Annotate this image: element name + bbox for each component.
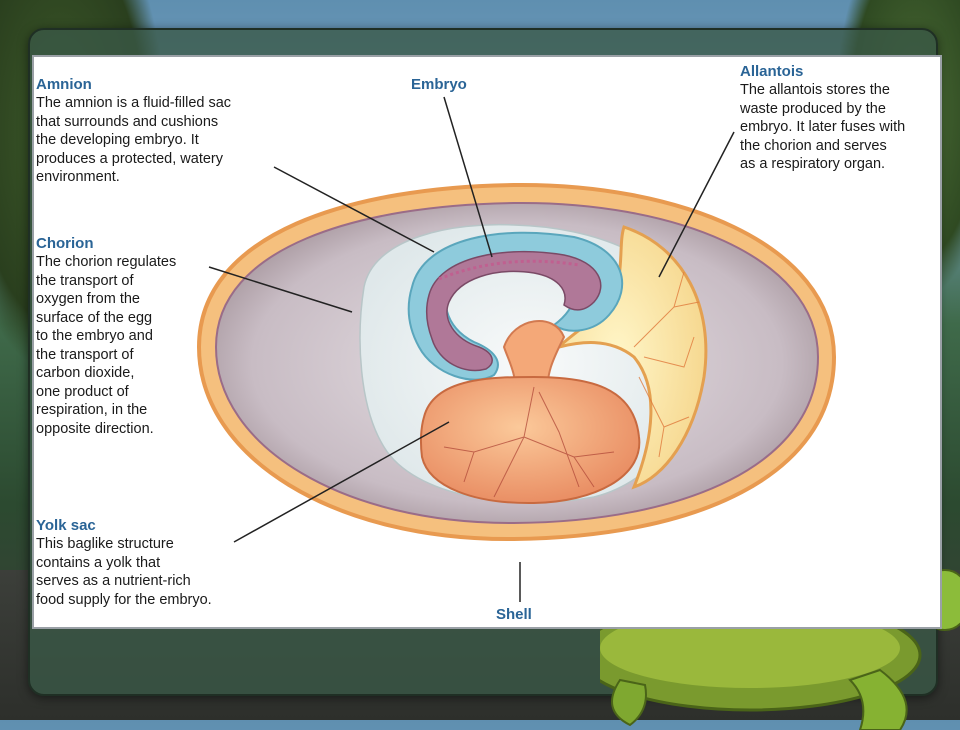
chorion-desc-line: respiration, in the xyxy=(36,402,148,418)
amnion-desc-line: The amnion is a fluid-filled sac xyxy=(36,95,232,111)
allantois-desc-line: The allantois stores the xyxy=(740,82,890,98)
allantois-vessels xyxy=(633,271,700,458)
allantois-desc-line: embryo. It later fuses with xyxy=(740,119,906,135)
yolk-sac-desc-line: contains a yolk that xyxy=(36,554,161,571)
embryo-shape xyxy=(425,250,602,372)
amnion-label: Amnion The amnion is a fluid-filled sac … xyxy=(36,76,276,187)
leader-lines xyxy=(208,96,735,602)
chorion-desc-line: oxygen from the xyxy=(36,291,140,307)
yolk-sac-desc-line: serves as a nutrient-rich xyxy=(36,573,191,589)
chorion-label: Chorion The chorion regulates the transp… xyxy=(36,235,211,438)
chorion-desc-line: opposite direction. xyxy=(36,420,154,437)
amnion-desc-line: environment. xyxy=(36,169,120,185)
chorion-desc-line: one product of xyxy=(36,383,129,400)
chorion-desc-line: carbon dioxide, xyxy=(36,365,135,381)
yolk-vessels xyxy=(443,386,615,498)
yolk-sac-desc-line: food supply for the embryo. xyxy=(36,591,212,608)
chorion-desc-line: the transport of xyxy=(36,346,134,363)
shell-title: Shell xyxy=(496,606,532,623)
diagram-panel: Amnion The amnion is a fluid-filled sac … xyxy=(32,55,942,629)
allantois-title: Allantois xyxy=(740,63,804,80)
shell-label: Shell xyxy=(496,606,532,624)
yolk-sac-title: Yolk sac xyxy=(36,517,96,534)
amnion-desc-line: the developing embryo. It xyxy=(36,132,199,148)
embryo-label: Embryo xyxy=(411,76,467,94)
amnion-desc-line: that surrounds and cushions xyxy=(36,113,219,130)
embryo-title: Embryo xyxy=(411,76,467,93)
amnion-desc-line: produces a protected, watery xyxy=(36,150,223,167)
chorion-desc-line: The chorion regulates xyxy=(36,254,177,270)
chorion-desc-line: the transport of xyxy=(36,272,134,289)
allantois-desc-line: the chorion and serves xyxy=(740,137,887,154)
allantois-label: Allantois The allantois stores the waste… xyxy=(740,63,940,174)
yolk-sac-label: Yolk sac This baglike structure contains… xyxy=(36,517,256,609)
amnion-title: Amnion xyxy=(36,76,92,93)
chorion-desc-line: surface of the egg xyxy=(36,309,153,326)
allantois-desc-line: waste produced by the xyxy=(740,100,886,117)
chorion-desc-line: to the embryo and xyxy=(36,328,153,344)
allantois-desc-line: as a respiratory organ. xyxy=(740,156,886,172)
yolk-sac-desc-line: This baglike structure xyxy=(36,536,174,552)
chorion-title: Chorion xyxy=(36,235,94,252)
yolk-sac-shape xyxy=(419,375,641,505)
egg-diagram xyxy=(196,96,837,602)
